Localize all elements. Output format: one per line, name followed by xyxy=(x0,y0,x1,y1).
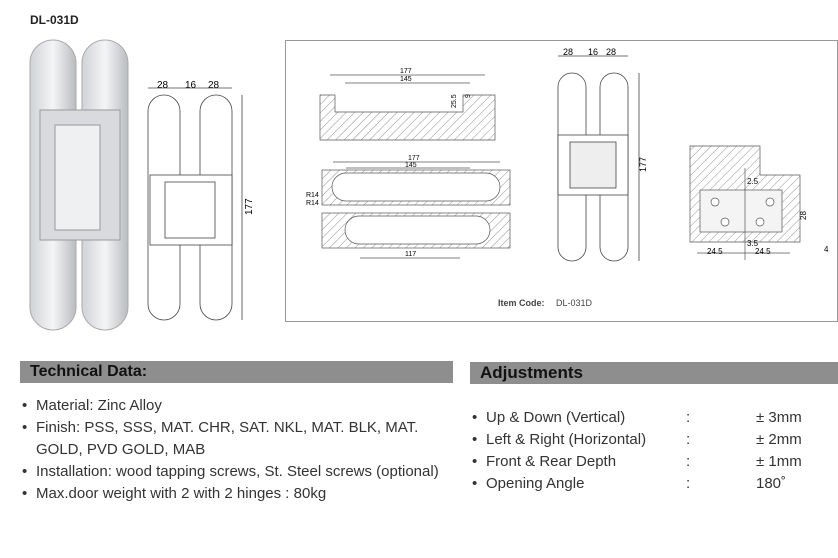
recess-drawing xyxy=(319,74,496,141)
adjustment-label: Up & Down (Vertical) xyxy=(486,409,626,426)
adjustment-sep: : xyxy=(686,475,691,492)
hinge-front-drawing xyxy=(557,55,640,262)
adjustment-item: Opening Angle: 180˚ xyxy=(470,473,830,495)
dim-left: 28 xyxy=(157,80,169,91)
section-gap: 2.5 xyxy=(747,177,759,186)
adjustment-label: Front & Rear Depth xyxy=(486,453,617,470)
technical-item: Max.door weight with 2 with 2 hinges : 8… xyxy=(20,483,450,505)
front-dim-right: 28 xyxy=(606,47,616,57)
section-depth: 28 xyxy=(799,211,808,220)
hinge-photo xyxy=(29,39,129,331)
technical-data-heading: Technical Data: xyxy=(20,361,453,383)
section-center: 3.5 xyxy=(747,239,759,248)
slot-radius-2: R14 xyxy=(306,200,319,207)
adjustment-sep: : xyxy=(686,431,691,448)
front-dim-height: 177 xyxy=(638,157,648,172)
adjustments-heading: Adjustments xyxy=(470,362,838,384)
dim-mid: 16 xyxy=(185,80,197,91)
front-dim-mid: 16 xyxy=(588,47,598,57)
adjustment-value: 180˚ xyxy=(756,475,787,492)
item-code-label: Item Code: xyxy=(498,298,545,308)
technical-data-list: Material: Zinc Alloy Finish: PSS, SSS, M… xyxy=(20,395,450,505)
dim-height: 177 xyxy=(244,198,255,215)
dim-right: 28 xyxy=(208,80,220,91)
adjustment-item: Left & Right (Horizontal): ± 2mm xyxy=(470,429,830,451)
adjustment-sep: : xyxy=(686,453,691,470)
section-edge: 4 xyxy=(824,245,829,254)
slot-radius-1: R14 xyxy=(306,192,319,199)
slot-bottom: 117 xyxy=(405,251,416,258)
hinge-side-drawing xyxy=(147,87,243,321)
technical-item: Installation: wood tapping screws, St. S… xyxy=(20,461,450,483)
technical-item: Finish: PSS, SSS, MAT. CHR, SAT. NKL, MA… xyxy=(20,417,450,461)
adjustment-label: Left & Right (Horizontal) xyxy=(486,431,647,448)
adjustment-item: Up & Down (Vertical): ± 3mm xyxy=(470,407,830,429)
item-code: DL-031D xyxy=(556,298,593,308)
adjustments-list: Up & Down (Vertical): ± 3mm Left & Right … xyxy=(470,407,830,495)
section-left: 24.5 xyxy=(707,247,723,256)
recess-depth: 25.5 xyxy=(451,94,458,108)
adjustment-value: ± 3mm xyxy=(756,409,802,426)
front-dim-left: 28 xyxy=(563,47,573,57)
adjustment-value: ± 2mm xyxy=(756,431,802,448)
adjustment-label: Opening Angle xyxy=(486,475,585,492)
slot-total: 177 xyxy=(408,155,420,162)
adjustment-item: Front & Rear Depth: ± 1mm xyxy=(470,451,830,473)
recess-step: 9 xyxy=(465,94,472,98)
slot-inner: 145 xyxy=(405,162,417,169)
adjustment-sep: : xyxy=(686,409,691,426)
recess-total: 177 xyxy=(400,68,412,75)
product-title: DL-031D xyxy=(30,13,79,27)
section-right: 24.5 xyxy=(755,247,771,256)
recess-inner: 145 xyxy=(400,76,412,83)
adjustment-value: ± 1mm xyxy=(756,453,802,470)
technical-item: Material: Zinc Alloy xyxy=(20,395,450,417)
section-drawing xyxy=(689,145,801,260)
slot-drawing xyxy=(321,161,511,259)
